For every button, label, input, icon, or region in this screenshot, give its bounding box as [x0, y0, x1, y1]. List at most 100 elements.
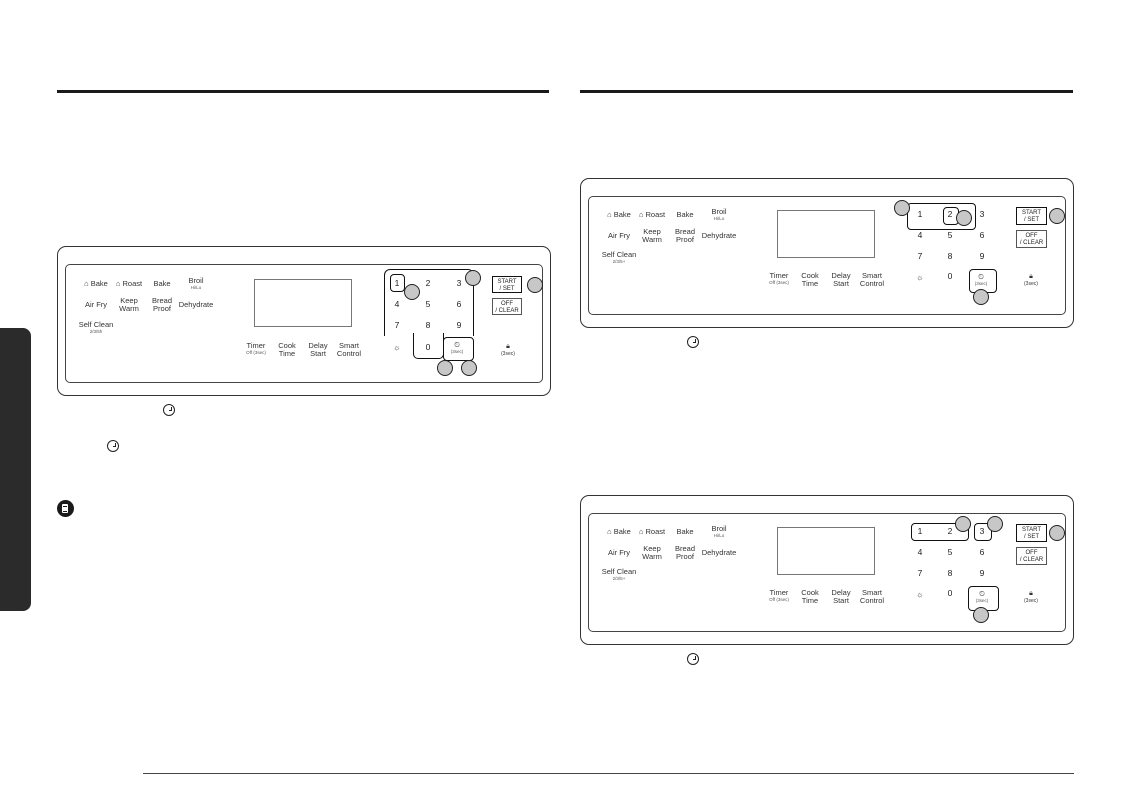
key-7[interactable]: 7	[394, 320, 400, 330]
light-icon: ☼	[916, 590, 924, 599]
key-0[interactable]: 0	[947, 588, 953, 598]
key-8[interactable]: 8	[947, 251, 953, 261]
mode-roast: ⌂ Roast	[638, 527, 666, 536]
note-icon	[57, 500, 74, 517]
mode-air-fry: Air Fry	[84, 300, 108, 309]
step-marker	[404, 284, 420, 300]
step-marker	[437, 360, 453, 376]
clock-key[interactable]: ⏲︎(3sec)	[974, 272, 988, 287]
start-set-button[interactable]: START/ SET	[492, 276, 522, 293]
lock-icon: 🔒︎(3sec)	[1024, 590, 1038, 604]
panel-inner-frame	[588, 513, 1066, 632]
section-rule-right	[580, 90, 1073, 93]
mode-air-fry: Air Fry	[607, 231, 631, 240]
key-7[interactable]: 7	[917, 568, 923, 578]
start-set-button[interactable]: START/ SET	[1016, 207, 1047, 225]
step-marker	[465, 270, 481, 286]
key-3[interactable]: 3	[979, 526, 985, 536]
mode-bake: Bake	[676, 210, 694, 219]
key-2[interactable]: 2	[425, 278, 431, 288]
lock-icon: 🔒︎(3sec)	[501, 343, 515, 357]
key-1[interactable]: 1	[917, 209, 923, 219]
mode-dehydrate: Dehydrate	[178, 300, 214, 309]
keys-1-2-highlight	[911, 523, 969, 541]
light-icon: ☼	[916, 273, 924, 282]
light-icon: ☼	[393, 343, 401, 352]
key-9[interactable]: 9	[979, 251, 985, 261]
fn-delay-start: Delay Start	[831, 588, 851, 605]
display-window	[777, 527, 875, 575]
key-3[interactable]: 3	[456, 278, 462, 288]
clock-icon	[687, 336, 699, 348]
step-marker	[1049, 525, 1065, 541]
key-6[interactable]: 6	[979, 547, 985, 557]
step-marker	[461, 360, 477, 376]
key-5[interactable]: 5	[947, 230, 953, 240]
step-marker	[973, 607, 989, 623]
key-8[interactable]: 8	[425, 320, 431, 330]
clock-icon	[163, 404, 175, 416]
key-8[interactable]: 8	[947, 568, 953, 578]
step-marker	[1049, 208, 1065, 224]
key-2[interactable]: 2	[947, 526, 953, 536]
key-6[interactable]: 6	[456, 299, 462, 309]
key-9[interactable]: 9	[979, 568, 985, 578]
display-window	[777, 210, 875, 258]
off-clear-button[interactable]: OFF/ CLEAR	[1016, 230, 1047, 248]
step-marker	[894, 200, 910, 216]
step-marker	[956, 210, 972, 226]
mode-bake-icon: ⌂ Bake	[607, 210, 631, 219]
fn-smart-control: Smart Control	[859, 588, 885, 605]
panel-inner-frame	[588, 196, 1066, 315]
section-rule-left	[57, 90, 549, 93]
off-clear-button[interactable]: OFF/ CLEAR	[492, 298, 522, 315]
key-9[interactable]: 9	[456, 320, 462, 330]
start-set-button[interactable]: START/ SET	[1016, 524, 1047, 542]
key-2[interactable]: 2	[947, 209, 953, 219]
key-1[interactable]: 1	[917, 526, 923, 536]
clock-key[interactable]: ⏲︎(3sec)	[450, 340, 464, 355]
key-5[interactable]: 5	[425, 299, 431, 309]
step-marker	[973, 289, 989, 305]
mode-dehydrate: Dehydrate	[701, 231, 737, 240]
clock-icon	[687, 653, 699, 665]
key-0[interactable]: 0	[425, 342, 431, 352]
key-1-highlight	[390, 274, 405, 292]
step-marker	[527, 277, 543, 293]
fn-cook-time: Cook Time	[278, 341, 296, 358]
key-1[interactable]: 1	[394, 278, 400, 288]
key-3[interactable]: 3	[979, 209, 985, 219]
clock-key-highlight	[443, 337, 474, 361]
lock-icon: 🔒︎(3sec)	[1024, 273, 1038, 287]
key-3-highlight	[974, 523, 992, 541]
footer-rule	[143, 773, 1074, 774]
clock-key[interactable]: ⏲︎(3sec)	[975, 589, 989, 604]
mode-bake: Bake	[153, 279, 171, 288]
key-5[interactable]: 5	[947, 547, 953, 557]
key-6[interactable]: 6	[979, 230, 985, 240]
key-7[interactable]: 7	[917, 251, 923, 261]
mode-keep-warm: Keep Warm	[642, 227, 662, 244]
key-4[interactable]: 4	[917, 547, 923, 557]
key-4[interactable]: 4	[917, 230, 923, 240]
clock-icon	[107, 440, 119, 452]
mode-keep-warm: Keep Warm	[642, 544, 662, 561]
fn-delay-start: Delay Start	[831, 271, 851, 288]
key-0[interactable]: 0	[947, 271, 953, 281]
step-marker	[955, 516, 971, 532]
mode-dehydrate: Dehydrate	[701, 548, 737, 557]
display-window	[254, 279, 352, 327]
key-4[interactable]: 4	[394, 299, 400, 309]
step-marker	[987, 516, 1003, 532]
off-clear-button[interactable]: OFF/ CLEAR	[1016, 547, 1047, 565]
mode-bake-icon: ⌂ Bake	[607, 527, 631, 536]
